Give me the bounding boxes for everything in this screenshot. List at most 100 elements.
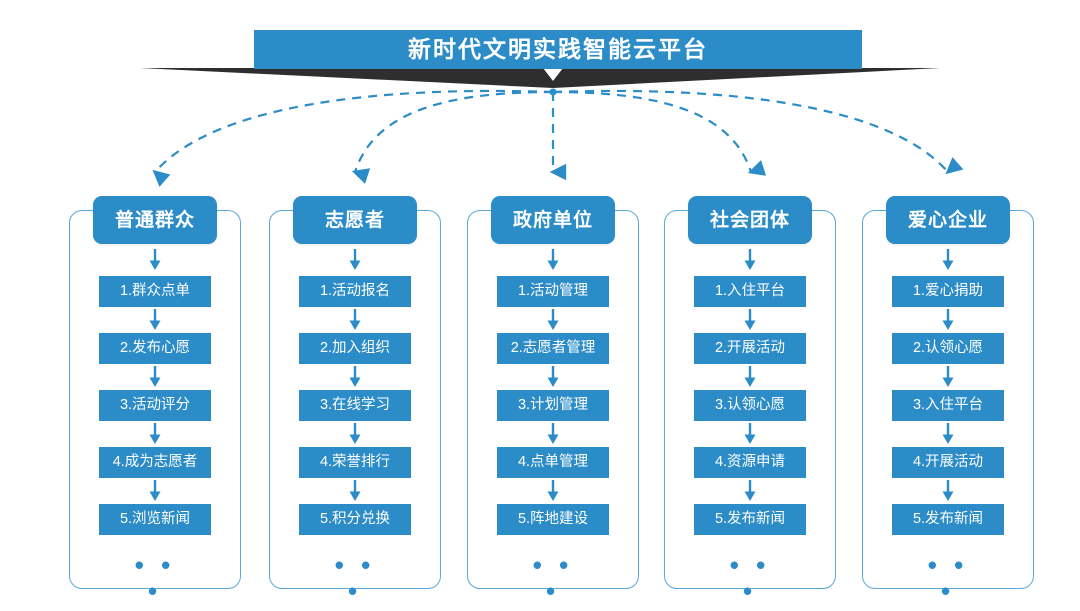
item-box[interactable]: 4.荣誉排行 (299, 447, 411, 478)
arrow-down-icon (149, 309, 161, 330)
column-header-3[interactable]: 政府单位 (491, 196, 615, 244)
arrow-down-icon (744, 480, 756, 501)
item-box[interactable]: 5.阵地建设 (497, 504, 609, 535)
item-label: 2.志愿者管理 (510, 340, 596, 357)
item-box[interactable]: 1.入住平台 (694, 276, 806, 307)
item-box[interactable]: 2.发布心愿 (99, 333, 211, 364)
column-header-2[interactable]: 志愿者 (293, 196, 417, 244)
column-group-2: 志愿者 1.活动报名 2.加入组织 (269, 196, 441, 604)
item-box[interactable]: 1.活动管理 (497, 276, 609, 307)
page-title: 新时代文明实践智能云平台 (408, 36, 708, 62)
column-header-5[interactable]: 爱心企业 (886, 196, 1010, 244)
item-label: 4.成为志愿者 (112, 454, 198, 471)
arrow-down-icon (942, 480, 954, 501)
item-box[interactable]: 1.活动报名 (299, 276, 411, 307)
column-header-label: 政府单位 (512, 209, 593, 231)
column-header-4[interactable]: 社会团体 (688, 196, 812, 244)
arrow-down-icon (349, 249, 361, 270)
item-label: 3.计划管理 (517, 397, 589, 414)
item-box[interactable]: 1.群众点单 (99, 276, 211, 307)
arrow-down-icon (744, 423, 756, 444)
item-box[interactable]: 2.志愿者管理 (497, 333, 609, 364)
arrow-down-icon (149, 366, 161, 387)
arrow-down-icon (547, 309, 559, 330)
banner-bar: 新时代文明实践智能云平台 (254, 30, 862, 69)
column-items-4: 1.入住平台 2.开展活动 3.认领心愿 (664, 210, 836, 604)
arrow-down-icon (349, 309, 361, 330)
item-label: 1.入住平台 (714, 283, 786, 300)
item-label: 1.爱心捐助 (912, 283, 984, 300)
item-box[interactable]: 4.点单管理 (497, 447, 609, 478)
banner-ribbon (140, 68, 940, 88)
arrow-down-icon (547, 423, 559, 444)
item-box[interactable]: 3.认领心愿 (694, 390, 806, 421)
item-box[interactable]: 3.计划管理 (497, 390, 609, 421)
item-box[interactable]: 3.活动评分 (99, 390, 211, 421)
item-box[interactable]: 5.发布新闻 (892, 504, 1004, 535)
arrow-down-icon (942, 366, 954, 387)
column-header-1[interactable]: 普通群众 (93, 196, 217, 244)
column-items-1: 1.群众点单 2.发布心愿 3.活动评分 (69, 210, 241, 604)
column-items-5: 1.爱心捐助 2.认领心愿 3.入住平台 (862, 210, 1034, 604)
column-items-3: 1.活动管理 2.志愿者管理 3.计划管理 (467, 210, 639, 604)
platform-banner: 新时代文明实践智能云平台 (0, 0, 1080, 100)
column-group-1: 普通群众 1.群众点单 2.发布心愿 (69, 196, 241, 604)
item-label: 3.在线学习 (319, 397, 391, 414)
item-label: 3.认领心愿 (714, 397, 786, 414)
arrow-down-icon (149, 423, 161, 444)
item-box[interactable]: 3.入住平台 (892, 390, 1004, 421)
column-header-label: 社会团体 (709, 209, 790, 231)
item-label: 5.阵地建设 (517, 511, 589, 528)
item-label: 2.开展活动 (714, 340, 786, 357)
item-label: 1.活动报名 (319, 283, 391, 300)
item-box[interactable]: 3.在线学习 (299, 390, 411, 421)
item-box[interactable]: 2.开展活动 (694, 333, 806, 364)
item-box[interactable]: 4.开展活动 (892, 447, 1004, 478)
arrow-down-icon (744, 249, 756, 270)
item-label: 4.点单管理 (517, 454, 589, 471)
item-label: 2.加入组织 (319, 340, 391, 357)
arrow-down-icon (547, 249, 559, 270)
item-box[interactable]: 5.积分兑换 (299, 504, 411, 535)
arrow-down-icon (349, 366, 361, 387)
arrow-down-icon (349, 423, 361, 444)
ellipsis-indicator: • • • (334, 550, 376, 606)
item-box[interactable]: 4.成为志愿者 (99, 447, 211, 478)
column-group-3: 政府单位 1.活动管理 2.志愿者管理 (467, 196, 639, 604)
item-box[interactable]: 5.发布新闻 (694, 504, 806, 535)
ellipsis-indicator: • • • (134, 550, 176, 606)
arrow-down-icon (547, 366, 559, 387)
chevron-down-icon (543, 68, 563, 81)
column-items-2: 1.活动报名 2.加入组织 3.在线学习 (269, 210, 441, 604)
column-header-label: 爱心企业 (907, 209, 988, 231)
item-label: 3.活动评分 (119, 397, 191, 414)
arrow-down-icon (942, 249, 954, 270)
arrow-down-icon (744, 309, 756, 330)
item-box[interactable]: 2.认领心愿 (892, 333, 1004, 364)
item-label: 2.发布心愿 (119, 340, 191, 357)
item-label: 2.认领心愿 (912, 340, 984, 357)
item-label: 5.积分兑换 (319, 511, 391, 528)
ellipsis-indicator: • • • (927, 550, 969, 606)
item-box[interactable]: 2.加入组织 (299, 333, 411, 364)
column-header-label: 普通群众 (114, 209, 195, 231)
item-box[interactable]: 5.浏览新闻 (99, 504, 211, 535)
column-header-label: 志愿者 (324, 209, 385, 231)
item-label: 5.发布新闻 (714, 511, 786, 528)
item-label: 1.群众点单 (119, 283, 191, 300)
item-box[interactable]: 1.爱心捐助 (892, 276, 1004, 307)
arrow-down-icon (942, 423, 954, 444)
item-label: 5.浏览新闻 (119, 511, 191, 528)
item-label: 4.开展活动 (912, 454, 984, 471)
ellipsis-indicator: • • • (729, 550, 771, 606)
item-label: 1.活动管理 (517, 283, 589, 300)
item-label: 5.发布新闻 (912, 511, 984, 528)
column-group-5: 爱心企业 1.爱心捐助 2.认领心愿 (862, 196, 1034, 604)
item-box[interactable]: 4.资源申请 (694, 447, 806, 478)
item-label: 3.入住平台 (912, 397, 984, 414)
item-label: 4.荣誉排行 (319, 454, 391, 471)
arrow-down-icon (149, 249, 161, 270)
arrow-down-icon (547, 480, 559, 501)
